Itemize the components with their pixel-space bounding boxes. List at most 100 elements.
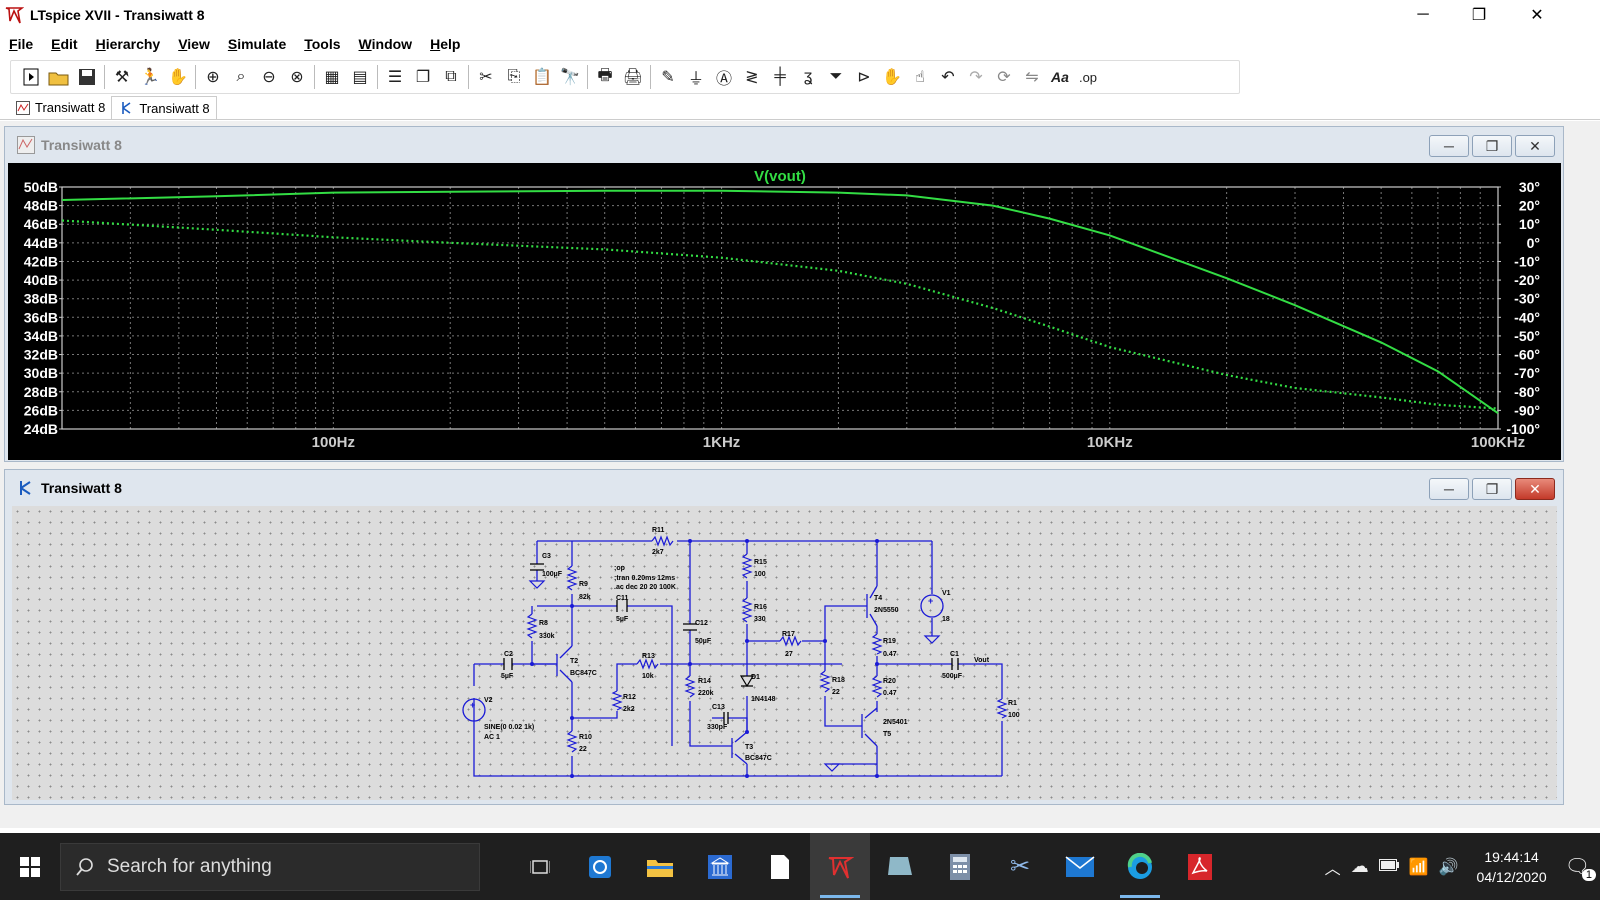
undo-icon[interactable]: ↶ (941, 69, 955, 86)
component-icon[interactable]: ⊳ (857, 69, 871, 86)
mail-icon[interactable] (1050, 833, 1110, 900)
label-net-icon[interactable]: Ⓐ (715, 71, 732, 88)
bode-plot[interactable]: 50dB48dB46dB44dB42dB40dB38dB36dB34dB32dB… (8, 163, 1561, 460)
spice-directive-icon[interactable]: .op (1078, 69, 1098, 85)
ltspice-taskbar-icon[interactable] (810, 833, 870, 900)
label-c2: C2 (504, 651, 513, 658)
sync-app-icon[interactable] (570, 833, 630, 900)
right-axis-tick: -30° (1514, 291, 1540, 307)
acrobat-icon[interactable] (1170, 833, 1230, 900)
redo-icon[interactable]: ↷ (969, 69, 983, 86)
battery-icon[interactable] (1378, 859, 1399, 874)
diode-icon[interactable]: ⏷ (829, 68, 843, 85)
print-icon[interactable]: 🖶 (597, 66, 613, 84)
ground-icon[interactable]: ⏚ (687, 71, 704, 88)
menu-file[interactable]: File (9, 36, 34, 52)
mirror-icon[interactable]: ⇋ (1025, 69, 1039, 86)
magnitude-trace (61, 189, 1499, 415)
search-placeholder: Search for anything (107, 855, 272, 877)
plot-restore-button[interactable]: ❐ (1472, 135, 1512, 157)
inductor-icon[interactable]: ʓ (803, 68, 813, 85)
start-button[interactable] (0, 833, 60, 900)
close-all-icon[interactable]: ⧉ (445, 68, 457, 85)
menu-view[interactable]: View (178, 36, 210, 52)
save-icon[interactable] (73, 63, 101, 91)
zoom-cancel-icon[interactable]: ⊗ (290, 69, 304, 86)
restore-button[interactable]: ❐ (1471, 7, 1487, 24)
tab-plot[interactable]: Transiwatt 8 (8, 96, 111, 119)
menu-simulate[interactable]: Simulate (227, 36, 287, 52)
snipping-tool-icon[interactable]: ✂ (1009, 853, 1031, 880)
menu-help[interactable]: Help (430, 36, 461, 52)
plot-settings-icon[interactable]: ▤ (352, 69, 368, 86)
menu-edit[interactable]: Edit (51, 36, 78, 52)
drag-icon[interactable]: ☝ (915, 69, 925, 86)
schematic-restore-button[interactable]: ❐ (1472, 478, 1512, 500)
plot-minimize-button[interactable]: ─ (1429, 135, 1469, 157)
plot-close-button[interactable]: ✕ (1515, 135, 1555, 157)
new-schematic-icon[interactable] (17, 63, 45, 91)
schematic-icon (20, 481, 31, 495)
menu-hierarchy[interactable]: Hierarchy (95, 36, 161, 52)
autoscale-icon[interactable]: ▦ (324, 69, 340, 86)
capacitor-icon[interactable]: ╪ (774, 68, 786, 85)
rotate-icon[interactable]: ⟳ (997, 69, 1011, 86)
notification-center-icon[interactable]: 🗨1 (1565, 854, 1596, 881)
edge-icon[interactable] (1110, 833, 1170, 900)
task-view-icon[interactable] (510, 833, 570, 900)
calculator-icon[interactable] (930, 833, 990, 900)
draw-wire-icon[interactable]: ✎ (661, 69, 675, 86)
plot-frame (61, 186, 1499, 430)
paste-icon[interactable]: 📋 (532, 69, 552, 86)
left-axis-tick: 32dB (24, 347, 58, 363)
circuit-diagram[interactable]: + + R11 2k7 C3 100µF R9 82k (12, 506, 1557, 800)
menu-tools[interactable]: Tools (304, 36, 341, 52)
wifi-icon[interactable]: 📶 (1408, 858, 1429, 876)
onedrive-icon[interactable]: ☁ (1350, 856, 1369, 876)
zoom-full-icon[interactable]: ⌕ (236, 68, 246, 85)
menu-window[interactable]: Window (358, 36, 413, 52)
move-icon[interactable]: ✋ (882, 69, 902, 86)
file-explorer-icon[interactable] (630, 833, 690, 900)
resistor-icon[interactable]: ≷ (745, 69, 759, 86)
close-button[interactable]: ✕ (1530, 7, 1544, 24)
volume-icon[interactable]: 🔊 (1438, 858, 1459, 876)
print-setup-icon[interactable]: 🖨 (622, 69, 644, 86)
schematic-close-button[interactable]: ✕ (1515, 478, 1555, 500)
tile-horizontal-icon[interactable]: ☰ (387, 69, 403, 86)
cascade-icon[interactable]: ❐ (415, 69, 431, 86)
left-axis-tick: 36dB (24, 309, 58, 325)
run-icon[interactable]: 🏃 (140, 69, 160, 86)
document-tabs: Transiwatt 8 Transiwatt 8 (0, 96, 1600, 120)
control-panel-icon[interactable]: ⚒ (114, 69, 130, 86)
clock[interactable]: 19:44:14 04/12/2020 (1477, 847, 1547, 887)
right-axis-tick: -70° (1514, 365, 1540, 381)
spice-directive-ac[interactable]: .ac dec 20 20 100K (614, 584, 676, 591)
open-icon[interactable] (45, 63, 73, 91)
copy-icon[interactable]: ⎘ (507, 68, 521, 85)
taskbar-search-box[interactable]: Search for anything (60, 842, 480, 891)
chevron-up-icon[interactable]: ︿ (1324, 860, 1341, 878)
value-r12: 2k2 (623, 706, 635, 713)
schematic-minimize-button[interactable]: ─ (1429, 478, 1469, 500)
tab-schematic[interactable]: Transiwatt 8 (111, 96, 217, 119)
spice-directive-op[interactable]: ;op (614, 565, 625, 572)
zoom-out-icon[interactable]: ⊖ (262, 69, 276, 86)
notepad-icon[interactable] (750, 833, 810, 900)
cut-icon[interactable]: ✂ (479, 69, 493, 86)
left-axis-tick: 28dB (24, 384, 58, 400)
zoom-in-icon[interactable]: ⊕ (206, 69, 220, 86)
minimize-button[interactable]: ─ (1417, 6, 1429, 23)
bank-app-icon[interactable] (690, 833, 750, 900)
right-axis-tick: -50° (1514, 328, 1540, 344)
find-icon[interactable]: 🔭 (560, 69, 580, 86)
text-icon[interactable]: Aa (1051, 69, 1069, 85)
halt-icon[interactable]: ✋ (168, 69, 188, 86)
label-r12: R12 (623, 694, 636, 701)
svg-text:+: + (470, 700, 475, 710)
windows-icon (20, 856, 40, 877)
spice-directive-tran[interactable]: ;tran 0.20ms 12ms (614, 575, 675, 582)
file-app-icon[interactable] (870, 833, 930, 900)
schematic-canvas[interactable]: + + R11 2k7 C3 100µF R9 82k (12, 506, 1557, 800)
